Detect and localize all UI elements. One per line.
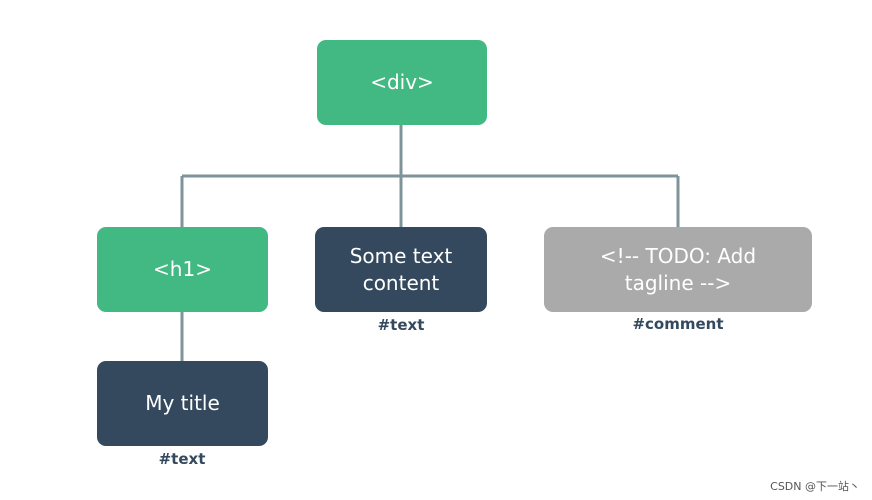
todo-comment-node: <!-- TODO: Add tagline --> — [544, 227, 812, 312]
h1-element-node: <h1> — [97, 227, 268, 312]
some-text-node-label: Some text content — [349, 243, 453, 295]
some-text-content-node: Some text content — [315, 227, 487, 312]
div-element-node: <div> — [317, 40, 487, 125]
div-node-label: <div> — [370, 70, 434, 94]
some-text-caption: #text — [377, 316, 425, 334]
h1-node-label: <h1> — [153, 257, 212, 281]
csdn-watermark: CSDN @下一站丶 — [770, 480, 860, 493]
comment-node-label: <!-- TODO: Add tagline --> — [599, 243, 757, 295]
my-title-text-node: My title — [97, 361, 268, 446]
comment-caption: #comment — [632, 315, 724, 333]
my-title-node-label: My title — [145, 391, 220, 415]
my-title-caption: #text — [158, 450, 206, 468]
